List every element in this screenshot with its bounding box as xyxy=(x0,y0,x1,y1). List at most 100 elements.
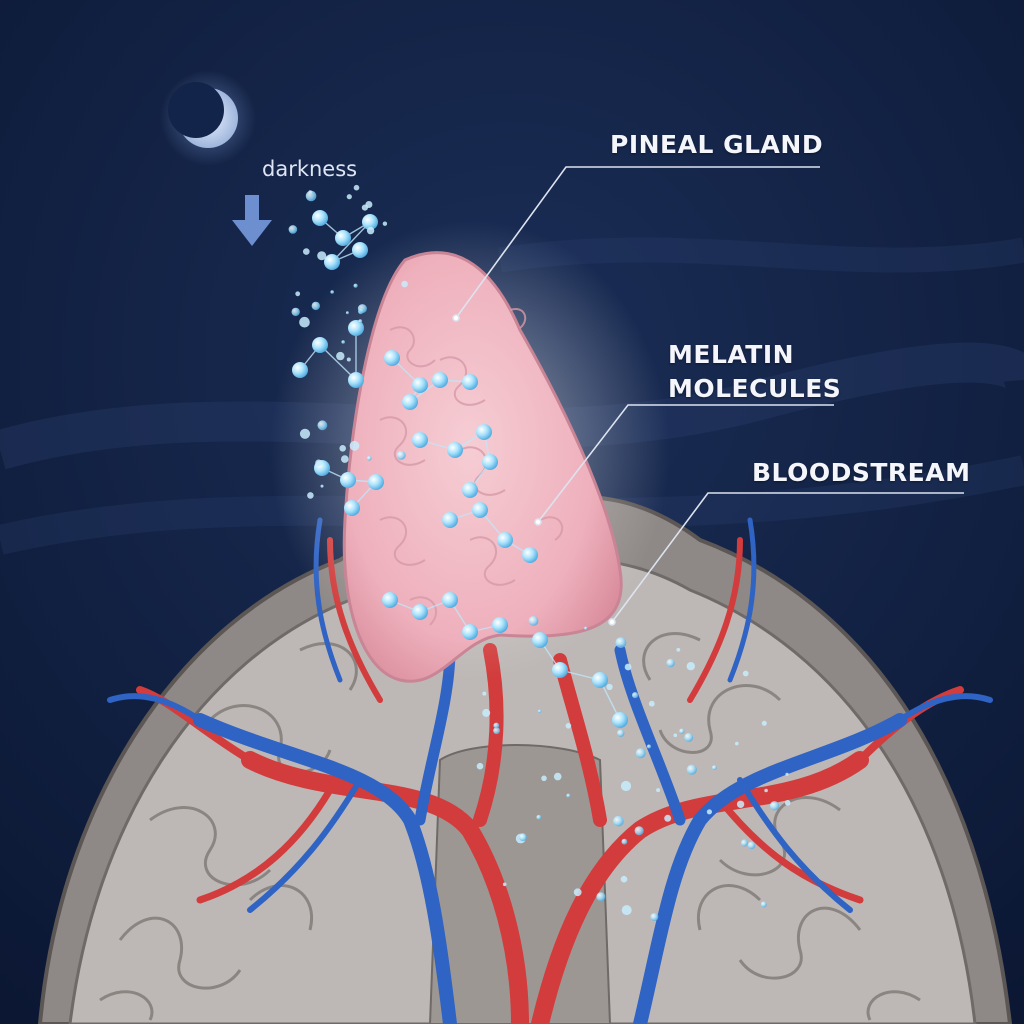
molecule-particle xyxy=(307,492,314,499)
molecule-particle xyxy=(341,455,349,463)
molecule-particle xyxy=(650,913,658,921)
bloodstream-label: BLOODSTREAM xyxy=(752,456,970,490)
molecule-particle xyxy=(554,773,562,781)
molecule-particle xyxy=(358,319,362,323)
molecule-atom xyxy=(344,500,360,516)
molecule-atom xyxy=(592,672,608,688)
molecule-particle xyxy=(625,664,632,671)
molecule-particle xyxy=(735,742,739,746)
molecule-particle xyxy=(350,441,360,451)
molecule-particle xyxy=(362,205,368,211)
molecule-atom xyxy=(352,242,368,258)
molecule-particle xyxy=(367,456,372,461)
molecule-particle xyxy=(383,222,387,226)
molecule-atom xyxy=(384,350,400,366)
molecule-particle xyxy=(347,358,351,362)
molecule-atom xyxy=(497,532,513,548)
molecule-particle xyxy=(336,352,344,360)
molecule-atom xyxy=(476,424,492,440)
molecule-particle xyxy=(303,248,310,255)
molecule-particle xyxy=(741,839,748,846)
molecule-particle xyxy=(635,826,644,835)
molecule-atom xyxy=(402,394,418,410)
molecule-atom xyxy=(522,547,538,563)
molecule-atom xyxy=(412,432,428,448)
molecule-particle xyxy=(666,659,674,667)
molecule-particle xyxy=(299,317,310,328)
molecule-particle xyxy=(622,905,632,915)
molecule-particle xyxy=(679,729,684,734)
molecule-particle xyxy=(346,311,349,314)
molecule-particle xyxy=(354,284,358,288)
molecule-particle xyxy=(656,788,660,792)
molecule-particle xyxy=(636,748,646,758)
molecule-atom xyxy=(340,472,356,488)
molecule-particle xyxy=(401,281,408,288)
molecule-particle xyxy=(341,340,345,344)
melatonin-molecules-label: MELATIN MOLECULES xyxy=(668,338,868,406)
molecule-particle xyxy=(762,721,767,726)
molecule-particle xyxy=(566,723,572,729)
molecule-atom xyxy=(412,604,428,620)
molecule-particle xyxy=(300,429,310,439)
molecule-atom xyxy=(335,230,351,246)
molecule-atom xyxy=(442,512,458,528)
molecule-particle xyxy=(613,816,624,827)
molecule-atom xyxy=(462,482,478,498)
molecule-particle xyxy=(503,883,507,887)
molecule-atom xyxy=(462,374,478,390)
molecule-particle xyxy=(761,901,767,907)
molecule-particle xyxy=(519,833,527,841)
molecule-particle xyxy=(397,451,406,460)
molecule-particle xyxy=(748,842,756,850)
molecule-particle xyxy=(541,776,547,782)
molecule-particle xyxy=(712,765,717,770)
molecule-atom xyxy=(312,337,328,353)
molecule-atom xyxy=(432,372,448,388)
molecule-atom xyxy=(447,442,463,458)
molecule-particle xyxy=(529,616,539,626)
molecule-particle xyxy=(584,627,587,630)
molecule-atom xyxy=(552,662,568,678)
molecule-particle xyxy=(674,734,678,738)
melatonin-label-line-1: MELATIN xyxy=(668,338,868,372)
molecule-atom xyxy=(612,712,628,728)
molecule-particle xyxy=(707,809,712,814)
molecule-particle xyxy=(312,302,320,310)
molecule-particle xyxy=(743,671,749,677)
molecule-atom xyxy=(412,377,428,393)
molecule-atom xyxy=(348,372,364,388)
molecule-atom xyxy=(368,474,384,490)
molecule-particle xyxy=(616,637,627,648)
crescent-moon-icon xyxy=(160,70,256,166)
molecule-particle xyxy=(684,733,693,742)
pineal-gland xyxy=(270,220,670,681)
molecule-particle xyxy=(317,251,326,260)
molecule-particle xyxy=(538,710,541,713)
molecule-particle xyxy=(318,420,328,430)
molecule-particle xyxy=(687,662,695,670)
molecule-particle xyxy=(622,839,628,845)
molecule-particle xyxy=(566,794,570,798)
molecule-atom xyxy=(312,210,328,226)
molecule-particle xyxy=(621,876,628,883)
molecule-particle xyxy=(321,485,324,488)
molecule-particle xyxy=(607,684,613,690)
molecule-particle xyxy=(764,789,768,793)
molecule-particle xyxy=(617,730,624,737)
molecule-particle xyxy=(354,185,360,191)
molecule-particle xyxy=(308,190,312,194)
molecule-atom xyxy=(462,624,478,640)
molecule-particle xyxy=(482,692,486,696)
pineal-gland-label: PINEAL GLAND xyxy=(610,128,823,162)
molecule-particle xyxy=(330,290,334,294)
molecule-atom xyxy=(532,632,548,648)
melatonin-label-line-2: MOLECULES xyxy=(668,372,868,406)
molecule-particle xyxy=(664,815,671,822)
molecule-atom xyxy=(324,254,340,270)
molecule-particle xyxy=(315,460,322,467)
molecule-particle xyxy=(649,701,655,707)
molecule-atom xyxy=(472,502,488,518)
